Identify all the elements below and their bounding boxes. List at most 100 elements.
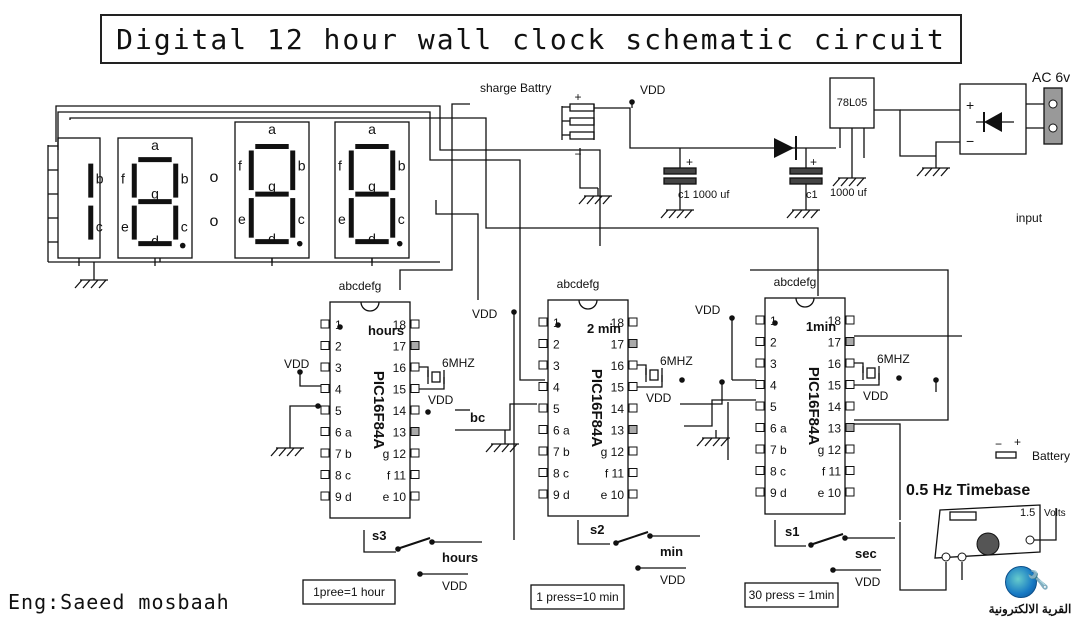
chip-pin-label-right: 16 xyxy=(828,357,842,371)
chip-pin-label-right: 15 xyxy=(828,379,842,393)
timebase-terminal xyxy=(941,552,951,562)
chip-pin-left xyxy=(320,362,330,372)
input-label: input xyxy=(1016,211,1043,225)
junction-dot xyxy=(635,565,641,571)
chip-pin-left xyxy=(538,446,548,456)
bus-wire xyxy=(55,105,601,246)
chip-pin-label-left: 6 a xyxy=(770,422,787,436)
chip-pin-label-right: 14 xyxy=(611,402,625,416)
chip-pin-label-right: 15 xyxy=(393,383,407,397)
chip-pin-label-left: 2 xyxy=(335,340,342,354)
seg-label-d: d xyxy=(151,233,159,249)
chip-pin-right xyxy=(628,360,638,370)
chip-part-3: PIC16F84A xyxy=(805,367,822,446)
junction-dot xyxy=(425,409,431,415)
globe-icon xyxy=(1005,566,1037,598)
wire xyxy=(289,405,321,440)
seg-label-d: d xyxy=(368,231,376,247)
chip-pin-label-left: 3 xyxy=(553,359,560,373)
crystal-label-3: 6MHZ xyxy=(877,352,910,366)
chip-pin-label-right: e 10 xyxy=(383,490,407,504)
capacitor-right-label: 1000 uf xyxy=(830,187,868,199)
seg-label-b: b xyxy=(181,171,189,187)
chip-pin-label-right: f 11 xyxy=(387,469,406,483)
ground-symbol xyxy=(720,437,729,447)
wire xyxy=(299,372,321,387)
battery-symbol xyxy=(995,451,1017,459)
chip-pin-label-left: 8 c xyxy=(770,465,786,479)
chip-pin-left xyxy=(538,489,548,499)
decimal-point xyxy=(396,240,403,247)
ground-symbol xyxy=(676,209,685,219)
junction-dot xyxy=(830,567,836,573)
ground-symbol xyxy=(856,177,865,187)
chip-pin-left xyxy=(538,403,548,413)
chip-pin-label-right: e 10 xyxy=(818,486,842,500)
battery-cell xyxy=(569,131,595,140)
terminal-screw xyxy=(1048,123,1058,133)
chip-pin-label-left: 9 d xyxy=(553,488,570,502)
chip-pin-label-left: 4 xyxy=(553,381,560,395)
ground-symbol xyxy=(90,279,99,289)
chip-notch xyxy=(795,297,815,308)
chip-pin-label-left: 9 d xyxy=(335,490,352,504)
chip-notch xyxy=(578,299,598,310)
chip-pin-right xyxy=(410,362,420,372)
battery-pack-label: sharge Battry xyxy=(480,81,551,95)
chip-pin-label-left: 2 xyxy=(770,336,777,350)
switch-1-label: s3 xyxy=(372,528,386,543)
wire xyxy=(579,148,598,189)
seg-label-a: a xyxy=(151,137,159,153)
ground-symbol xyxy=(802,209,811,219)
chip-notch xyxy=(360,301,380,312)
chip-pin-left xyxy=(538,317,548,327)
bus-wire xyxy=(435,200,479,300)
seg-label-e: e xyxy=(121,219,129,235)
vdd-label: VDD xyxy=(646,391,672,405)
vdd-label-top: VDD xyxy=(472,307,498,321)
switch-3-name: sec xyxy=(855,546,877,561)
ground-symbol xyxy=(704,437,713,447)
switch-contact xyxy=(812,533,844,545)
chip-pin-label-left: 4 xyxy=(770,379,777,393)
wire xyxy=(419,377,445,390)
bus-wire xyxy=(69,117,819,296)
ground-symbol xyxy=(786,209,795,219)
chip-pin-left xyxy=(538,382,548,391)
chip-pin-label-left: 4 xyxy=(335,383,342,397)
author-credit: Eng:Saeed mosbaah xyxy=(8,590,230,614)
ground-symbol xyxy=(82,279,91,289)
seg-label-f: f xyxy=(338,157,342,173)
ground-symbol xyxy=(594,195,603,205)
battery-plus: + xyxy=(1014,435,1021,449)
chip-pin-label-left: 5 xyxy=(335,404,342,418)
junction-dot xyxy=(417,571,423,577)
timebase-window xyxy=(949,511,977,521)
pin1-dot xyxy=(337,324,343,330)
chip-pin-right xyxy=(845,401,855,411)
bus-wire xyxy=(57,111,545,381)
logo-text: القرية الالكترونية xyxy=(988,602,1072,616)
cap-plus: + xyxy=(810,155,817,169)
chip-pin-label-right: 17 xyxy=(611,338,625,352)
timebase-terminal xyxy=(1025,535,1035,545)
junction-dot xyxy=(315,403,321,409)
wrench-icon: 🔧 xyxy=(1027,570,1050,590)
switch-3-label: s1 xyxy=(785,524,799,539)
note-text-3: 30 press = 1min xyxy=(749,588,835,602)
seg-label-a: a xyxy=(368,121,376,137)
rect-plus: + xyxy=(966,97,974,113)
pic-chip-1 xyxy=(329,301,411,519)
wire xyxy=(874,109,936,157)
battery-minus: − xyxy=(995,437,1002,451)
chip-pin-label-left: 8 c xyxy=(335,469,351,483)
ground-symbol xyxy=(810,209,819,219)
timebase-title: 0.5 Hz Timebase xyxy=(906,482,1030,499)
seg-label-e: e xyxy=(338,211,346,227)
ground-symbol xyxy=(794,209,803,219)
ground-symbol xyxy=(924,167,933,177)
chip-name-3: 1min xyxy=(806,319,836,334)
seg-label-g: g xyxy=(268,178,276,194)
chip-pin-label-left: 2 xyxy=(553,338,560,352)
capacitor-plate xyxy=(663,167,697,175)
